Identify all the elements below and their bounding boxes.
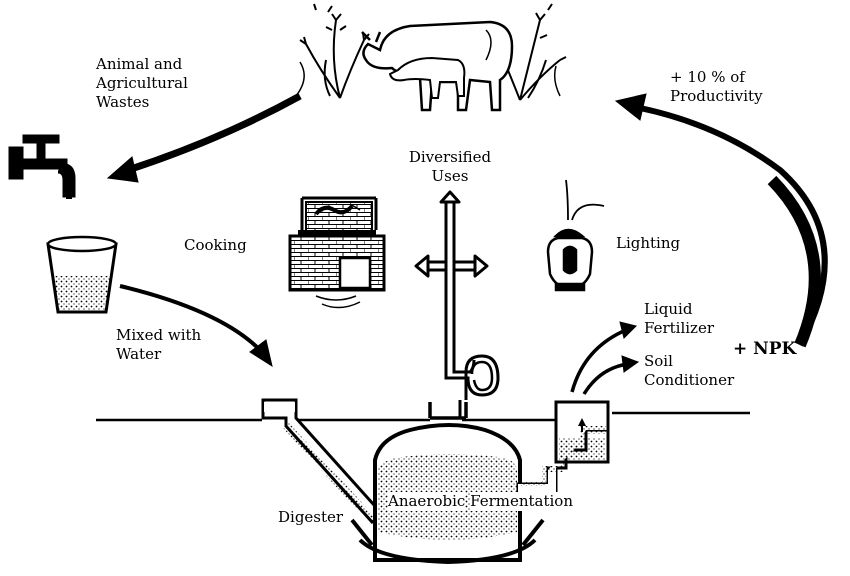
liquid-fertilizer-label: Liquid Fertilizer bbox=[644, 300, 714, 338]
anaerobic-fermentation-line-2: Fermentation bbox=[470, 492, 573, 511]
productivity-line-1: + 10 % of bbox=[670, 68, 745, 86]
bucket-icon bbox=[46, 235, 118, 314]
animal-wastes-line-3: Wastes bbox=[96, 93, 150, 111]
mixed-with-water-line-2: Water bbox=[116, 345, 162, 363]
npk-label: + NPK bbox=[733, 339, 797, 359]
ground-line bbox=[96, 411, 750, 422]
soil-conditioner-line-1: Soil bbox=[644, 352, 673, 370]
diversified-uses-line-1: Diversified bbox=[408, 148, 492, 166]
diversified-uses-label: Diversified Uses bbox=[395, 148, 505, 186]
liquid-fertilizer-line-1: Liquid bbox=[644, 300, 693, 318]
digester-label: Digester bbox=[278, 508, 344, 526]
lighting-label: Lighting bbox=[616, 234, 681, 252]
digester-tank bbox=[350, 402, 545, 565]
inlet-pipe bbox=[261, 398, 386, 524]
anaerobic-fermentation-label: Anaerobic Fermentation bbox=[388, 492, 573, 511]
animal-wastes-line-1: Animal and bbox=[96, 55, 183, 73]
diversified-uses-line-2: Uses bbox=[431, 167, 469, 185]
soil-conditioner-label: Soil Conditioner bbox=[644, 352, 734, 390]
animal-wastes-line-2: Agricultural bbox=[96, 74, 188, 92]
animal-wastes-label: Animal and Agricultural Wastes bbox=[96, 55, 188, 112]
soil-conditioner-line-2: Conditioner bbox=[644, 371, 735, 389]
liquid-fertilizer-line-2: Fertilizer bbox=[644, 319, 715, 337]
mixed-with-water-label: Mixed with Water bbox=[116, 326, 201, 364]
cooking-label: Cooking bbox=[184, 236, 247, 254]
cycle-arrows bbox=[106, 92, 828, 395]
water-tap-icon bbox=[8, 134, 76, 199]
calf-icon bbox=[388, 56, 466, 99]
diversified-uses-arrows bbox=[414, 190, 489, 278]
anaerobic-fermentation-line-1: Anaerobic bbox=[388, 492, 466, 511]
cooking-stove-icon bbox=[288, 196, 386, 309]
plants-icon bbox=[295, 3, 567, 101]
outlet-chamber bbox=[516, 400, 610, 494]
lantern-icon bbox=[546, 179, 605, 292]
productivity-line-2: Productivity bbox=[670, 87, 763, 105]
mixed-with-water-line-1: Mixed with bbox=[116, 326, 202, 344]
productivity-label: + 10 % of Productivity bbox=[670, 68, 763, 106]
gas-pipe bbox=[424, 200, 500, 418]
